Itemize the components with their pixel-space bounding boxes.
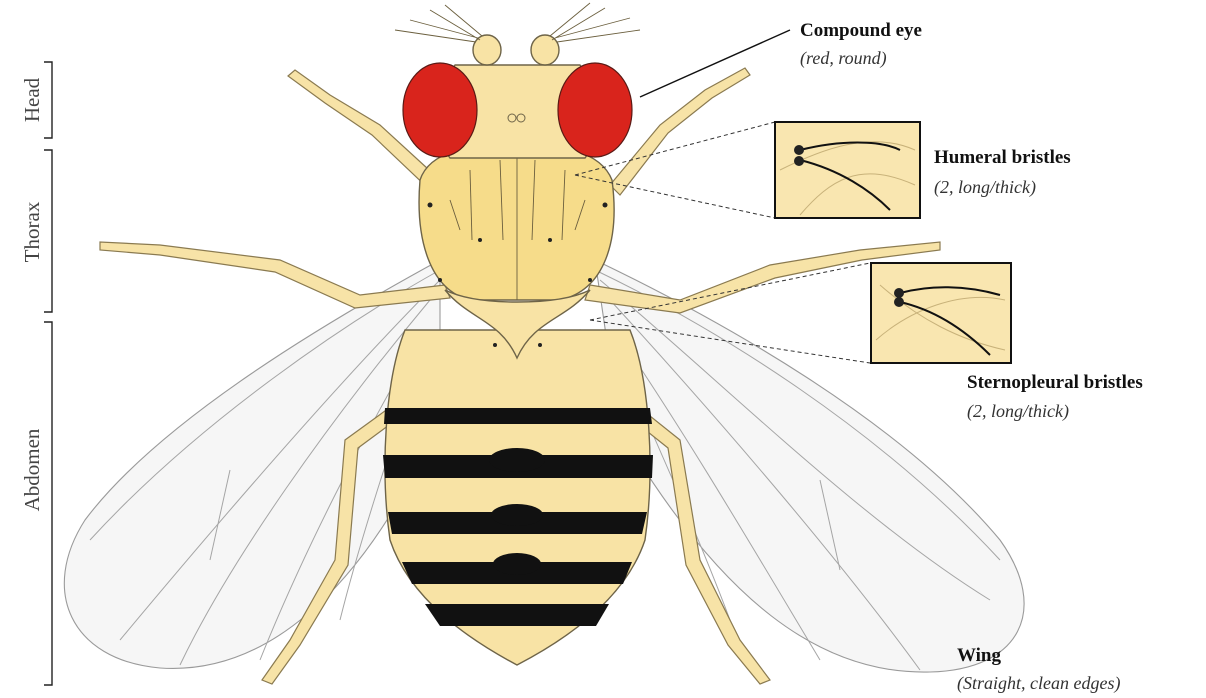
head (395, 3, 640, 158)
abdomen-bracket (44, 322, 52, 685)
compound-eye-left (403, 63, 477, 157)
sternopleural-title: Sternopleural bristles (967, 372, 1143, 393)
region-label-thorax: Thorax (20, 201, 44, 262)
humeral-detail: (2, long/thick) (934, 177, 1036, 198)
wing-left (64, 260, 440, 668)
thorax-bracket (44, 150, 52, 312)
head-bracket (44, 62, 52, 138)
abdomen (383, 330, 653, 665)
sternopleural-detail: (2, long/thick) (967, 401, 1069, 422)
compound-eye-right (558, 63, 632, 157)
humeral-title: Humeral bristles (934, 147, 1071, 168)
humeral-inset (775, 122, 920, 218)
region-brackets (44, 62, 52, 685)
region-label-abdomen: Abdomen (20, 428, 44, 511)
region-label-head: Head (20, 77, 44, 122)
wing-title: Wing (957, 645, 1002, 666)
wing-detail: (Straight, clean edges) (957, 673, 1120, 694)
compound-eye-detail: (red, round) (800, 48, 887, 69)
sternopleural-inset (871, 263, 1011, 363)
compound-eye-title: Compound eye (800, 20, 922, 41)
